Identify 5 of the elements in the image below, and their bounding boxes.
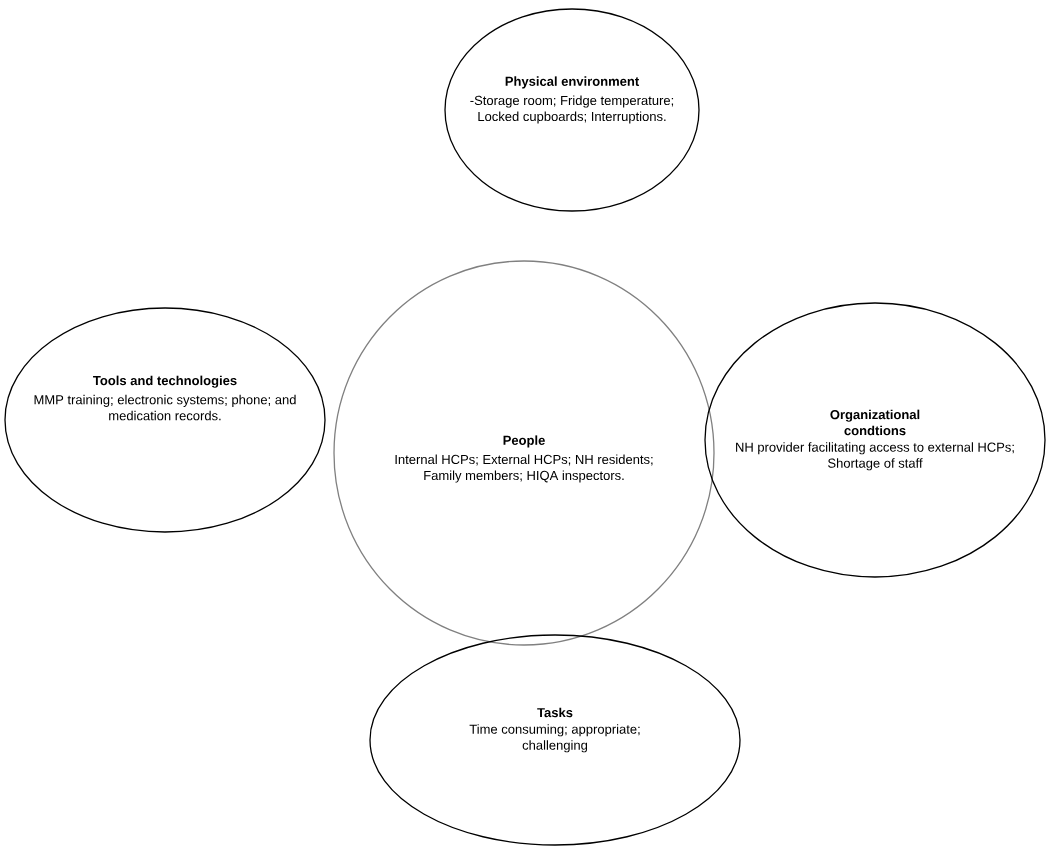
ellipse-node: Tools and technologies MMP training; electronic systems; phone; and medication records. [4,307,326,533]
ellipse-node: Organizational condtions NH provider facilitating access to external HCPs; Shortage of staff [704,302,1046,578]
ellipse-node: Tasks Time consuming; appropriate; challenging [369,634,741,846]
ellipse-node: People Internal HCPs; External HCPs; NH residents; Family members; HIQA inspectors. [333,260,715,646]
ellipse-node: Physical environment -Storage room; Fridge temperature; Locked cupboards; Interruptions. [444,8,700,212]
